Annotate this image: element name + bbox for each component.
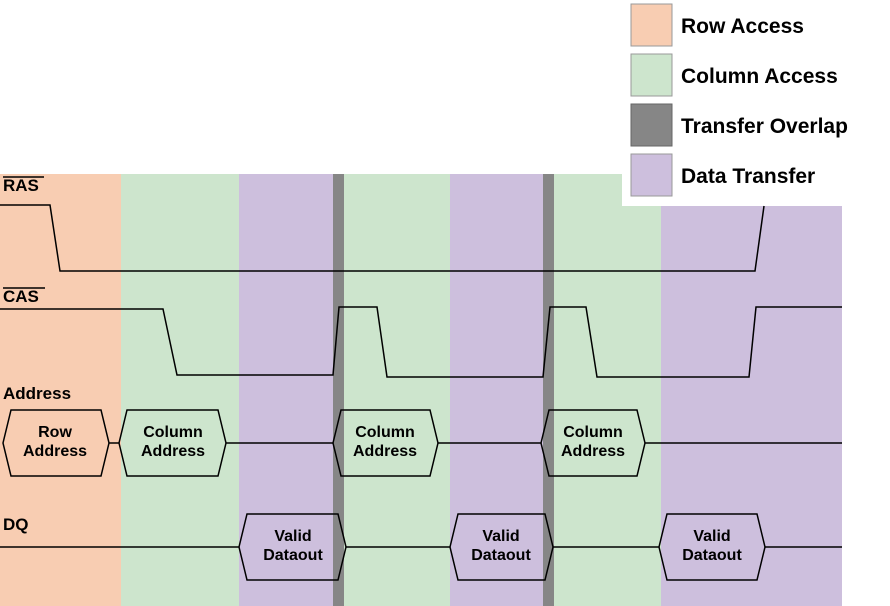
legend-label-row-access: Row Access	[681, 15, 804, 38]
dq-box-2-line2: Dataout	[471, 547, 531, 564]
legend-item-transfer-overlap: Transfer Overlap	[630, 103, 848, 147]
dq-label: DQ	[3, 515, 29, 534]
cas-waveform	[0, 306, 842, 378]
dq-box-3-line2: Dataout	[682, 547, 742, 564]
band-data-transfer-1	[239, 174, 333, 606]
band-data-transfer-3	[661, 174, 842, 606]
band-data-transfer-2	[450, 174, 543, 606]
dq-bus: Valid Dataout Valid Dataout Valid Dataou…	[0, 513, 842, 581]
ras-label: RAS	[3, 176, 39, 195]
legend-item-row-access: Row Access	[630, 3, 804, 47]
address-box-column-1-line1: Column	[143, 424, 203, 441]
dq-box-3-line1: Valid	[693, 528, 730, 545]
address-box-column-3-line1: Column	[563, 424, 623, 441]
address-box-row-line1: Row	[38, 424, 72, 441]
address-bus: Row Address Column Address Column Addres…	[2, 409, 842, 477]
band-transfer-overlap-1	[333, 174, 344, 606]
band-column-access-2	[344, 174, 450, 606]
band-transfer-overlap-2	[543, 174, 554, 606]
address-box-column-2-line2: Address	[353, 443, 417, 460]
dq-box-1-line2: Dataout	[263, 547, 323, 564]
address-box-column-3-line2: Address	[561, 443, 625, 460]
address-box-column-1-line2: Address	[141, 443, 205, 460]
legend-swatch-column-access	[630, 53, 673, 97]
cas-label: CAS	[3, 287, 39, 306]
legend-item-column-access: Column Access	[630, 53, 838, 97]
band-column-access-1	[121, 174, 239, 606]
band-row-access	[0, 174, 121, 606]
phase-bands	[0, 174, 842, 606]
legend-item-data-transfer: Data Transfer	[630, 153, 815, 197]
legend-swatch-row-access	[630, 3, 673, 47]
ras-waveform	[0, 204, 765, 272]
legend: Row Access Column Access Transfer Overla…	[622, 0, 890, 206]
address-box-row-line2: Address	[23, 443, 87, 460]
legend-swatch-transfer-overlap	[630, 103, 673, 147]
address-box-column-2-line1: Column	[355, 424, 415, 441]
dq-box-2-line1: Valid	[482, 528, 519, 545]
dq-box-1-line1: Valid	[274, 528, 311, 545]
legend-swatch-data-transfer	[630, 153, 673, 197]
legend-label-column-access: Column Access	[681, 65, 838, 88]
legend-label-transfer-overlap: Transfer Overlap	[681, 115, 848, 138]
legend-label-data-transfer: Data Transfer	[681, 165, 815, 188]
address-label: Address	[3, 384, 71, 403]
band-column-access-3	[554, 174, 661, 606]
